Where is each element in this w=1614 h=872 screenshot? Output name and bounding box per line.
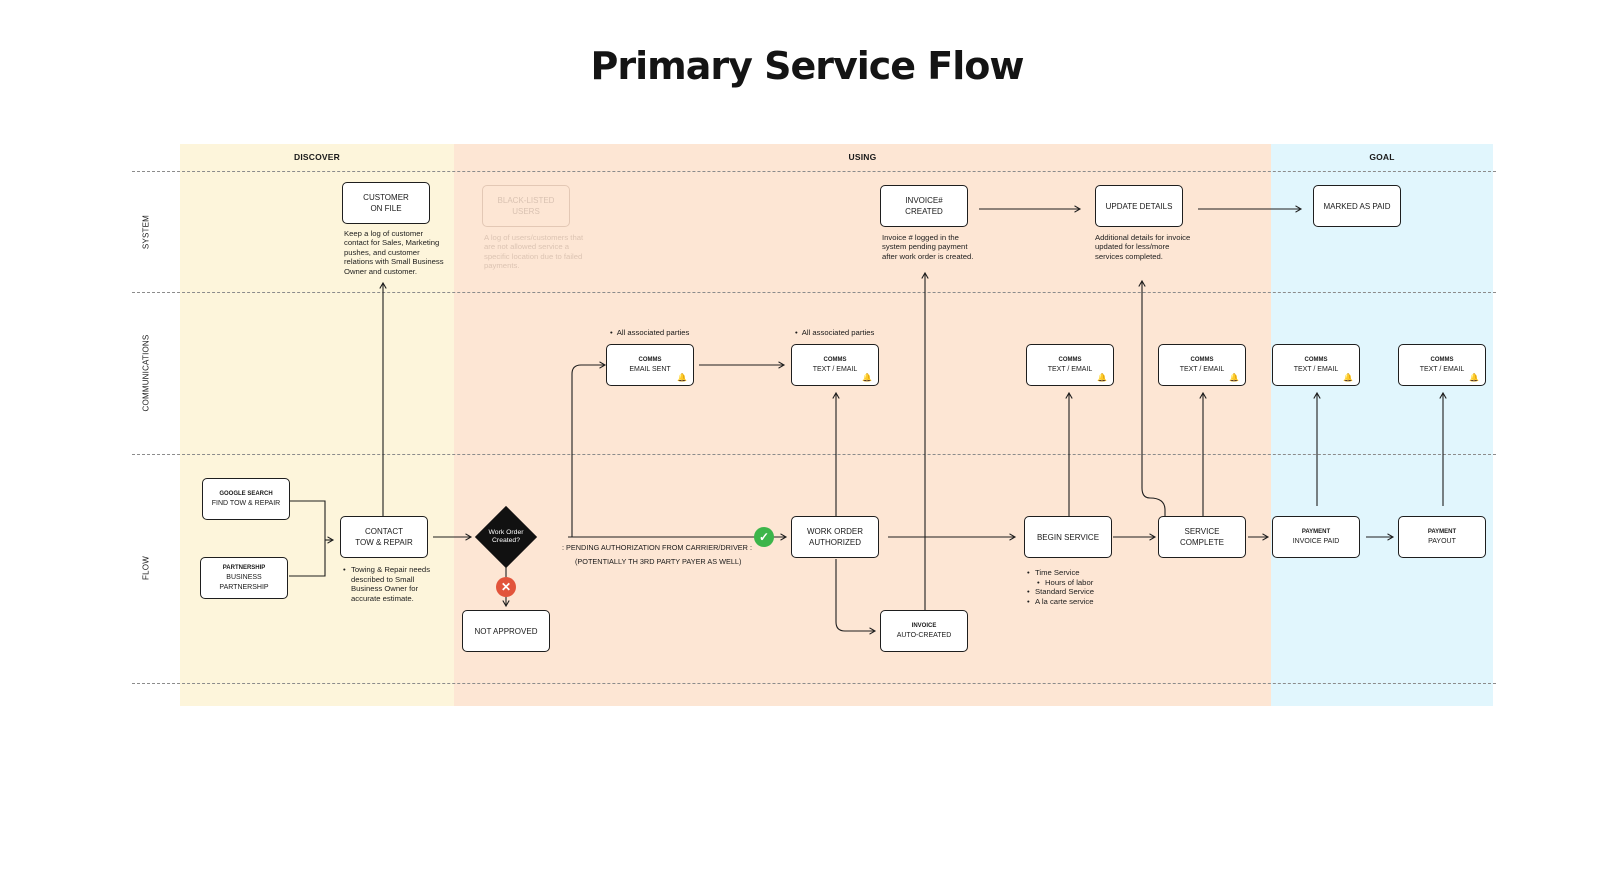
node-label: UPDATE DETAILS [1105,201,1173,211]
node-customer-on-file[interactable]: CUSTOMER ON FILE [342,182,430,224]
decision-label: Work Order Created? [476,529,536,545]
node-work-order[interactable]: WORK ORDER AUTHORIZED [791,516,879,558]
note-blacklisted: A log of users/customers that are not al… [484,233,584,271]
node-label: BLACK-LISTED [497,196,555,205]
node-label: NOT APPROVED [474,626,538,636]
node-comms-text-4[interactable]: COMMS TEXT / EMAIL 🔔 [1272,344,1360,386]
lane-divider [132,454,1496,455]
service-item: Time Service [1027,568,1094,578]
decision-label-line: Created? [492,537,520,544]
node-invoice-created[interactable]: INVOICE# CREATED [880,185,968,227]
parties-email: All associated parties [610,328,690,337]
node-blacklisted[interactable]: BLACK-LISTED USERS [482,185,570,227]
node-label: EMAIL SENT [629,365,671,373]
node-marked-paid[interactable]: MARKED AS PAID [1313,185,1401,227]
node-label: INVOICE# [905,196,943,205]
phase-discover: DISCOVER [180,144,454,706]
node-label: COMMS [638,356,662,363]
node-label: CREATED [905,207,943,216]
service-list: Time Service Hours of labor Standard Ser… [1027,568,1094,606]
phase-goal: GOAL [1271,144,1493,706]
node-comms-text-5[interactable]: COMMS TEXT / EMAIL 🔔 [1398,344,1486,386]
node-comms-text-2[interactable]: COMMS TEXT / EMAIL 🔔 [1026,344,1114,386]
node-not-approved[interactable]: NOT APPROVED [462,610,550,652]
node-begin-service[interactable]: BEGIN SERVICE [1024,516,1112,558]
lane-divider [132,292,1496,293]
node-label: COMMS [1430,356,1454,363]
node-label: INVOICE PAID [1292,537,1340,545]
node-payment-payout[interactable]: PAYMENT PAYOUT [1398,516,1486,558]
node-label: ON FILE [370,204,402,213]
node-label: USERS [512,207,540,216]
node-label: AUTHORIZED [809,538,861,547]
node-label: WORK ORDER [807,527,863,536]
node-label: TEXT / EMAIL [1047,365,1093,373]
parties-text: All associated parties [795,328,875,337]
node-label: COMMS [823,356,847,363]
node-comms-text-3[interactable]: COMMS TEXT / EMAIL 🔔 [1158,344,1246,386]
node-payment-invoice[interactable]: PAYMENT INVOICE PAID [1272,516,1360,558]
node-label: MARKED AS PAID [1323,201,1391,211]
node-update-details[interactable]: UPDATE DETAILS [1095,185,1183,227]
node-label: SERVICE COMPLETE [1179,527,1224,547]
node-label: TEXT / EMAIL [1419,365,1465,373]
phase-label-using: USING [848,152,877,162]
pending-caption: : PENDING AUTHORIZATION FROM CARRIER/DRI… [562,543,752,567]
node-label: BUSINESS PARTNERSHIP [219,573,269,591]
note-invoice-created: Invoice # logged in the system pending p… [882,233,974,261]
node-label: COMMS [1304,356,1328,363]
node-label: TEXT / EMAIL [812,365,858,373]
node-label: PAYMENT [1301,528,1331,535]
node-label: CUSTOMER [363,193,409,202]
node-contact[interactable]: CONTACT TOW & REPAIR [340,516,428,558]
decision-label-line: Work Order [488,529,524,536]
bell-icon: 🔔 [1229,373,1239,382]
node-label: GOOGLE SEARCH [219,490,273,497]
node-invoice-auto[interactable]: INVOICE AUTO-CREATED [880,610,968,652]
node-label: BEGIN SERVICE [1036,532,1100,542]
phase-using: USING [454,144,1271,706]
bell-icon: 🔔 [862,373,872,382]
service-item: A la carte service [1027,597,1094,607]
node-service-complete[interactable]: SERVICE COMPLETE [1158,516,1246,558]
node-label: INVOICE [911,622,937,629]
bell-icon: 🔔 [677,373,687,382]
note-customer-on-file: Keep a log of customer contact for Sales… [344,229,444,276]
node-comms-email[interactable]: COMMS EMAIL SENT 🔔 [606,344,694,386]
node-label: FIND TOW & REPAIR [211,499,281,507]
service-item: Standard Service [1027,587,1094,597]
x-icon: ✕ [496,577,516,597]
bell-icon: 🔔 [1097,373,1107,382]
node-comms-text-1[interactable]: COMMS TEXT / EMAIL 🔔 [791,344,879,386]
pending-line: : PENDING AUTHORIZATION FROM CARRIER/DRI… [562,543,753,552]
node-label: TOW & REPAIR [355,538,413,547]
phase-label-goal: GOAL [1369,152,1395,162]
note-contact: •Towing & Repair needs described to Smal… [343,565,439,603]
node-label: PARTNERSHIP [222,564,266,571]
node-partnership[interactable]: PARTNERSHIP BUSINESS PARTNERSHIP [200,557,288,599]
lane-divider [132,171,1496,172]
node-label: TEXT / EMAIL [1293,365,1339,373]
node-label: AUTO-CREATED [896,631,952,639]
note-text: Towing & Repair needs described to Small… [351,565,431,603]
page-title: Primary Service Flow [590,44,1025,88]
node-label: CONTACT [364,527,404,536]
phase-label-discover: DISCOVER [294,152,340,162]
bell-icon: 🔔 [1469,373,1479,382]
bell-icon: 🔔 [1343,373,1353,382]
note-update-details: Additional details for invoice updated f… [1095,233,1191,261]
lane-divider [132,683,1496,684]
node-label: PAYOUT [1428,537,1456,545]
service-item: Hours of labor [1027,578,1094,588]
node-google-search[interactable]: GOOGLE SEARCH FIND TOW & REPAIR [202,478,290,520]
node-label: COMMS [1190,356,1214,363]
node-label: PAYMENT [1427,528,1457,535]
check-icon: ✓ [754,527,774,547]
pending-line: (POTENTIALLY TH 3RD PARTY PAYER AS WELL) [575,557,742,566]
node-label: TEXT / EMAIL [1179,365,1225,373]
node-label: COMMS [1058,356,1082,363]
